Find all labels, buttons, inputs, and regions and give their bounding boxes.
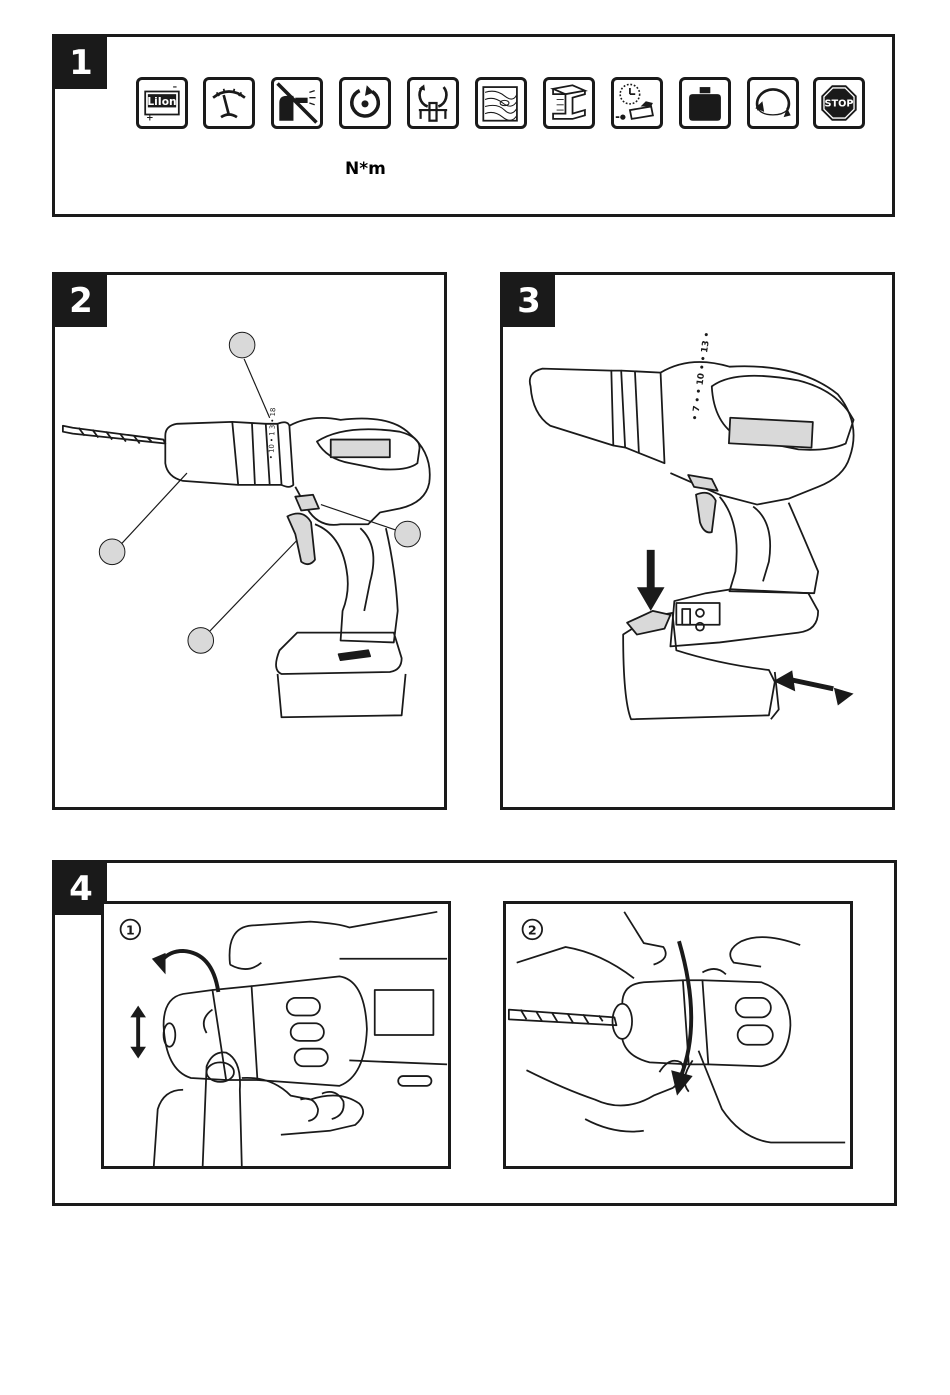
- panel-number: 1: [55, 37, 107, 89]
- charging-time-icon: [611, 77, 663, 129]
- panel-4: 4: [52, 860, 897, 1206]
- callout-marker-right: [395, 521, 421, 547]
- step-2-marker: 2: [528, 922, 537, 937]
- no-dust-icon: [271, 77, 323, 129]
- panel-3: • 7 • • 10 • • 13 • 3: [500, 272, 895, 810]
- rotation-icon: [339, 77, 391, 129]
- svg-text:+: +: [146, 114, 153, 124]
- steel-beam-icon: [543, 77, 595, 129]
- weight-icon: [679, 77, 731, 129]
- speed-gauge-icon: [203, 77, 255, 129]
- lilon-battery-icon: LiIon – +: [136, 77, 188, 129]
- stop-icon: STOP: [813, 77, 865, 129]
- drill-side-view-illustration: • 10 • 1 3 • 18: [55, 275, 444, 807]
- torque-unit-label: N*m: [345, 159, 386, 179]
- panel-number: 4: [55, 863, 107, 915]
- chuck-scale-text: • 7 • • 10 • • 13 •: [691, 331, 713, 421]
- panel-number: 2: [55, 275, 107, 327]
- torque-icon: [747, 77, 799, 129]
- step-2-illustration: 2: [503, 901, 853, 1169]
- svg-text:–: –: [173, 83, 177, 93]
- battery-removal-illustration: • 7 • • 10 • • 13 •: [503, 275, 892, 807]
- step-1-illustration: 1: [101, 901, 451, 1169]
- battery-label: LiIon: [147, 95, 176, 108]
- callout-marker-left: [99, 539, 125, 565]
- stop-label: STOP: [824, 99, 853, 110]
- wood-icon: [475, 77, 527, 129]
- panel-2: • 10 • 1 3 • 18 2: [52, 272, 447, 810]
- step-1-marker: 1: [126, 922, 135, 937]
- chuck-icon: [407, 77, 459, 129]
- callout-marker-bottom: [188, 628, 214, 654]
- panel-1: 1 LiIon – +: [52, 34, 895, 217]
- panel-number: 3: [503, 275, 555, 327]
- callout-marker-top: [229, 332, 255, 358]
